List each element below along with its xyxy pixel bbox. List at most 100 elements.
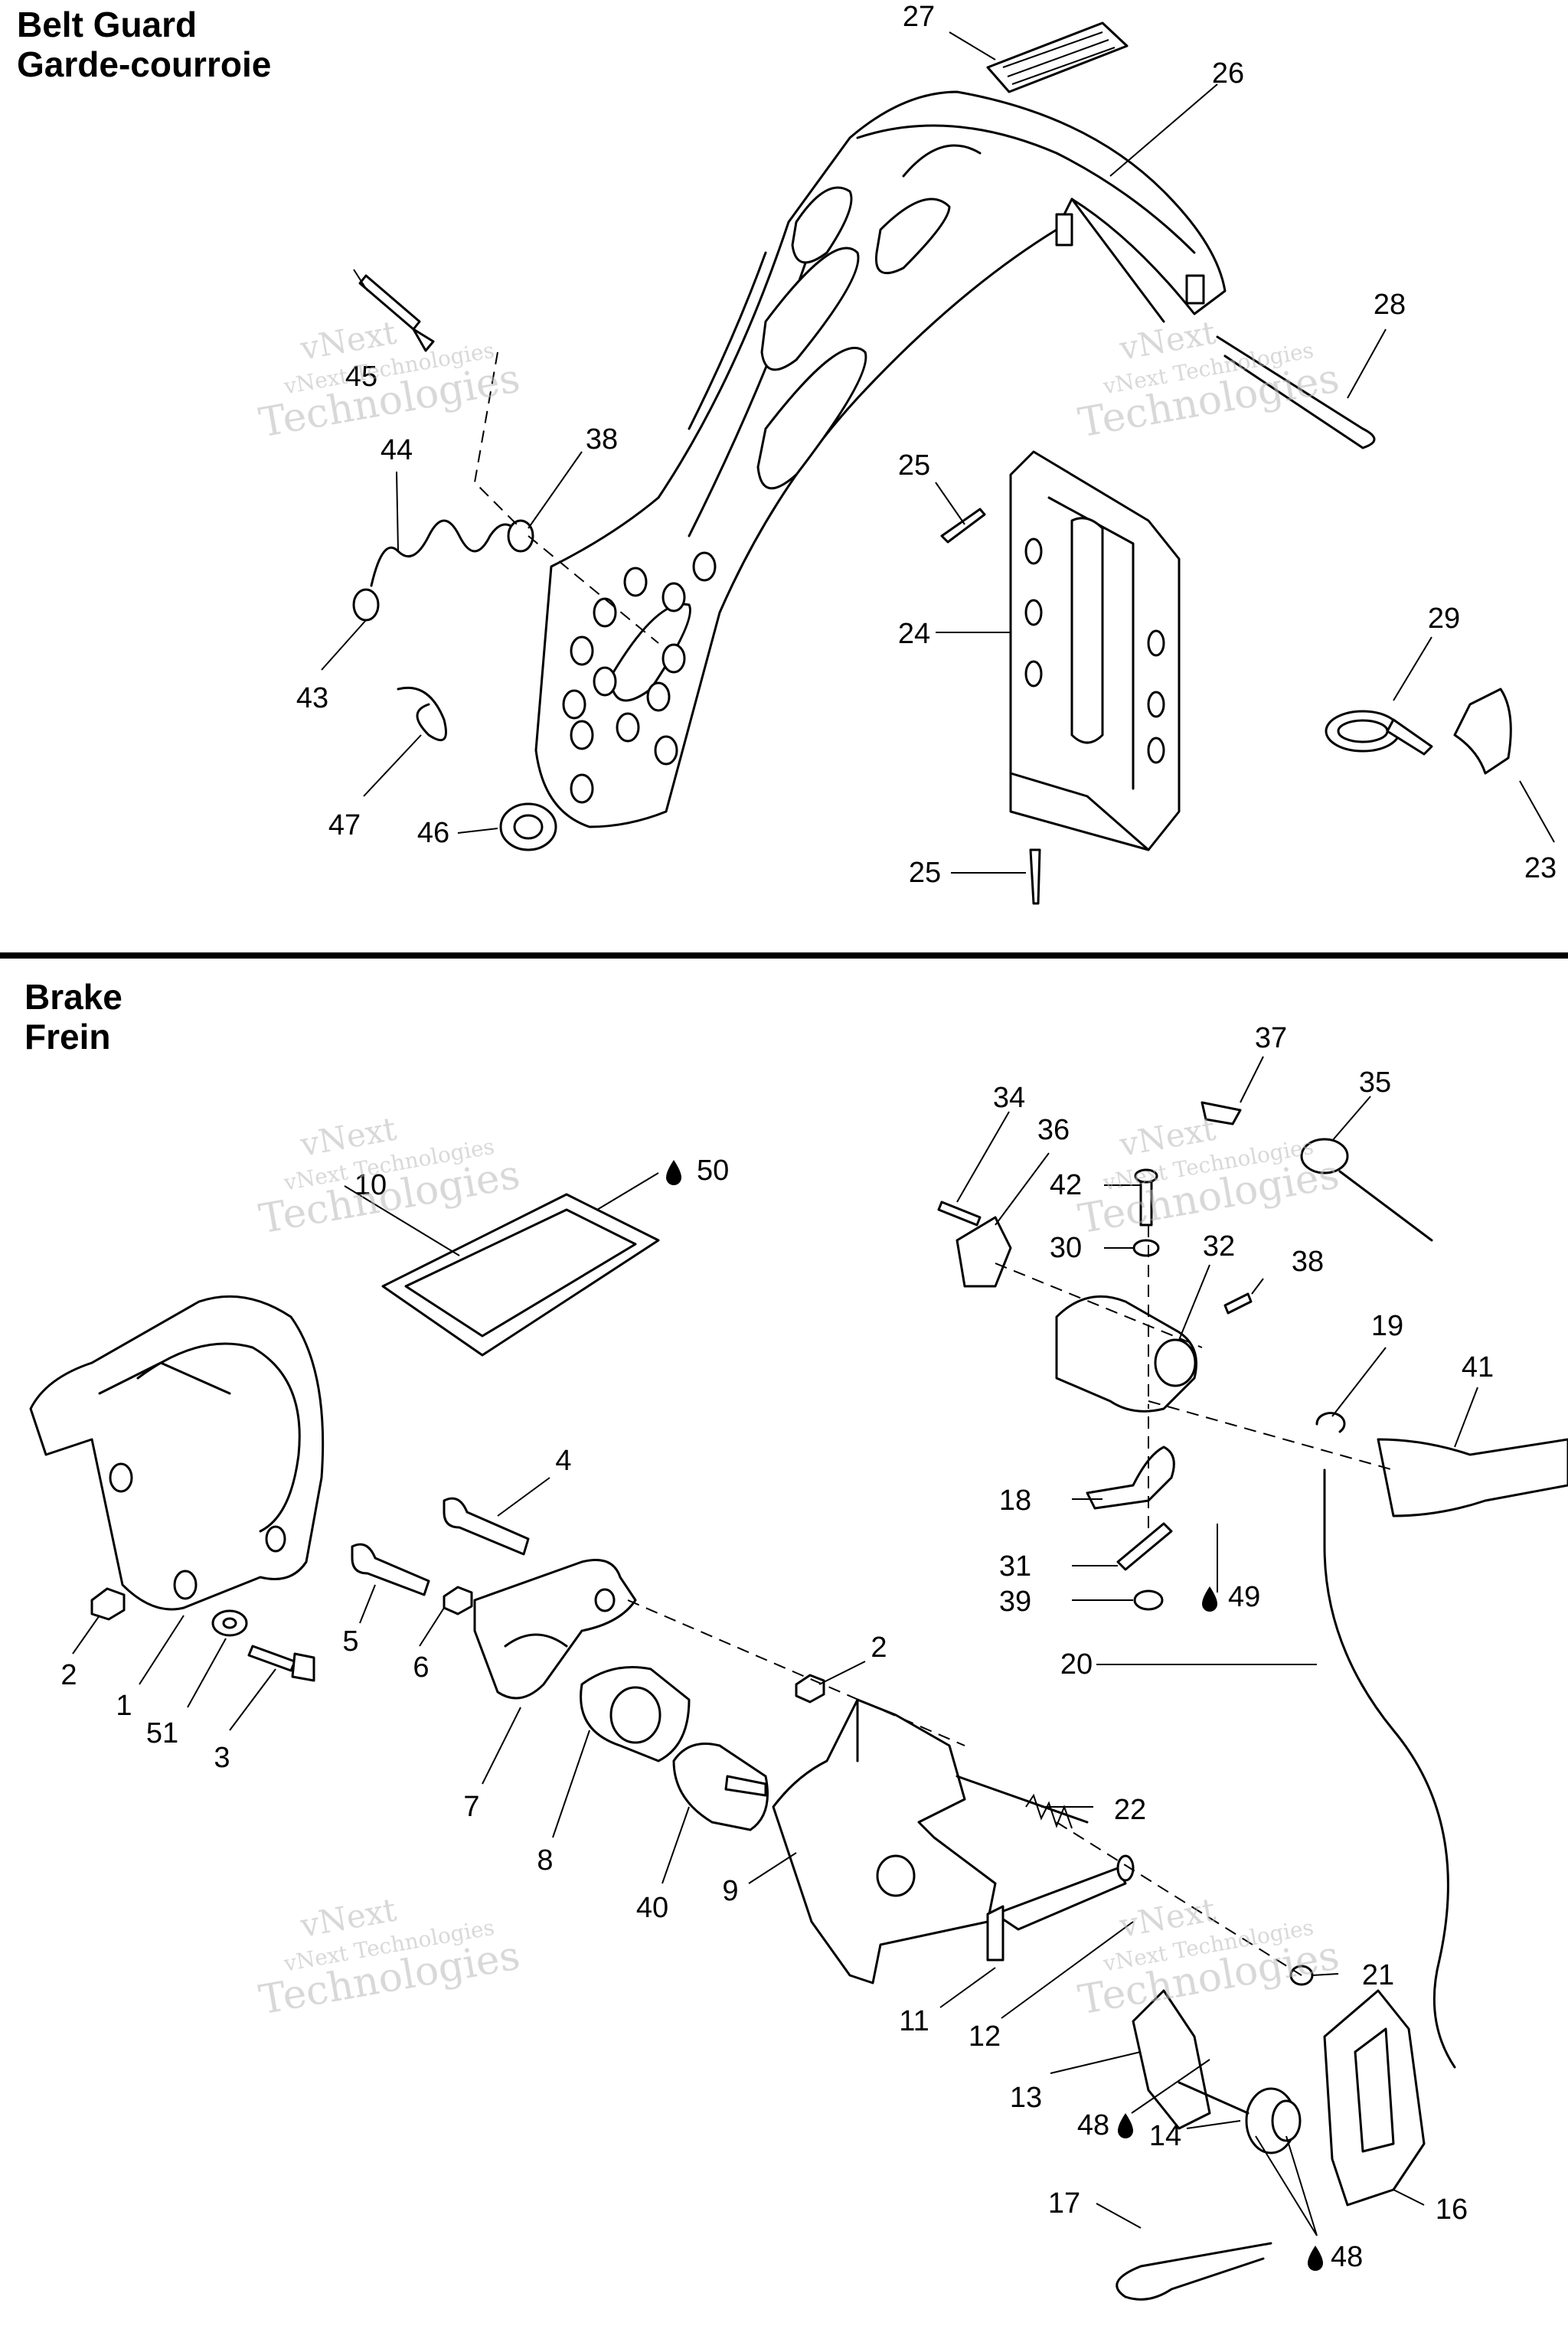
drop-icon [1202, 1586, 1217, 1612]
part-5-bolt [351, 1543, 430, 1596]
part-9-bracket [772, 1698, 997, 1984]
part-1-housing [29, 1295, 325, 1611]
callout-20: 20 [1060, 1648, 1093, 1681]
belt-guard-callouts: 27 26 28 45 44 38 25 24 29 43 47 46 25 2… [296, 1, 1557, 889]
callout-44: 44 [381, 434, 413, 466]
part-37-clip [1200, 1101, 1242, 1125]
part-41-lever-arm [1377, 1438, 1568, 1517]
callout-1: 1 [116, 1690, 132, 1722]
part-20-cable [1323, 1468, 1456, 2069]
section-title-brake: Brake [24, 977, 122, 1017]
watermark: vNext vNext Technologies Technologies [1075, 314, 1342, 447]
watermark: vNext vNext Technologies Technologies [256, 1891, 523, 2024]
part-38-set-screw [1223, 1292, 1253, 1315]
callout-19: 19 [1371, 1310, 1403, 1342]
part-19-e-clip [1315, 1412, 1346, 1433]
callout-31: 31 [999, 1550, 1031, 1583]
part-34-screw [937, 1200, 982, 1227]
callout-40: 40 [636, 1892, 668, 1924]
part-45-push-pin [358, 274, 421, 331]
callout-47: 47 [328, 809, 361, 841]
part-39-washer [1133, 1589, 1164, 1611]
callout-48-left: 48 [1077, 2109, 1109, 2141]
callout-2-middle: 2 [871, 1632, 887, 1664]
part-17-hairpin [1116, 2242, 1272, 2301]
part-6-nut [443, 1586, 473, 1615]
callout-13: 13 [1010, 2082, 1042, 2114]
watermarks: vNext vNext Technologies Technologies vN… [256, 314, 1342, 2024]
callout-29: 29 [1428, 603, 1460, 635]
part-40-pad [672, 1743, 769, 1831]
part-11-rod [994, 1867, 1127, 1931]
callout-46: 46 [417, 817, 449, 849]
brake-illustration [29, 1101, 1568, 2301]
drop-icon [1118, 2113, 1133, 2138]
callout-2-left: 2 [60, 1659, 77, 1691]
part-31-clip [1116, 1522, 1173, 1571]
callout-3: 3 [214, 1742, 230, 1774]
drop-icon [1308, 2246, 1323, 2271]
part-36-gasket [956, 1216, 1012, 1288]
part-25-rivet-top [940, 508, 986, 544]
callout-37: 37 [1255, 1022, 1287, 1054]
callout-30: 30 [1050, 1232, 1082, 1264]
callout-22: 22 [1114, 1794, 1146, 1826]
callout-41: 41 [1462, 1351, 1494, 1383]
callout-50: 50 [697, 1155, 729, 1187]
part-2-nut-middle [795, 1674, 825, 1704]
drop-icon [666, 1160, 681, 1185]
part-28-hairpin [1216, 335, 1376, 449]
watermark: vNext vNext Technologies Technologies [1075, 1110, 1342, 1243]
callout-12: 12 [969, 2020, 1001, 2053]
part-35-switch [1300, 1138, 1349, 1174]
brake-leaders [72, 1056, 1478, 2236]
callout-5: 5 [342, 1625, 358, 1658]
lubricant-drop-icons [666, 1160, 1323, 2271]
callout-18: 18 [999, 1485, 1031, 1517]
part-2-nut-left [90, 1587, 126, 1621]
callout-28: 28 [1374, 289, 1406, 321]
part-3-bolt [247, 1645, 296, 1672]
callout-21: 21 [1362, 1959, 1394, 1991]
part-18-pawl [1086, 1446, 1175, 1510]
callout-26: 26 [1212, 57, 1244, 90]
belt-guard-illustration [352, 21, 1512, 905]
part-32-housing [1055, 1295, 1197, 1413]
callout-24: 24 [898, 618, 930, 650]
part-43-eyelet [352, 588, 380, 622]
callout-38: 38 [586, 423, 618, 456]
callout-10: 10 [354, 1169, 387, 1201]
section-subtitle-brake: Frein [24, 1017, 110, 1057]
part-25-rivet-bottom [1029, 848, 1041, 905]
callout-25-top: 25 [898, 449, 930, 482]
callout-4: 4 [555, 1445, 571, 1477]
callout-9: 9 [722, 1875, 738, 1907]
callout-11: 11 [899, 2005, 929, 2037]
callout-48-right: 48 [1331, 2241, 1363, 2273]
callout-14: 14 [1149, 2120, 1181, 2152]
section-title-belt-guard: Belt Guard [17, 5, 197, 44]
callout-38-brake: 38 [1292, 1246, 1324, 1278]
part-22-spring [956, 1775, 1089, 1824]
callout-6: 6 [413, 1651, 429, 1684]
part-47-clip [397, 686, 447, 742]
callout-49: 49 [1228, 1581, 1260, 1613]
callout-35: 35 [1359, 1067, 1391, 1099]
part-44-tether [370, 519, 522, 587]
callout-17: 17 [1048, 2187, 1080, 2220]
part-38-eyelet [507, 519, 534, 553]
watermark: vNext vNext Technologies Technologies [1075, 1891, 1342, 2024]
callout-32: 32 [1203, 1230, 1235, 1263]
callout-8: 8 [537, 1844, 553, 1877]
callout-7: 7 [463, 1791, 479, 1823]
watermark: vNext vNext Technologies Technologies [256, 1110, 523, 1243]
part-12-plate [986, 1905, 1004, 1962]
watermark: vNext vNext Technologies Technologies [256, 314, 523, 447]
callout-43: 43 [296, 682, 328, 714]
callout-25-bottom: 25 [909, 857, 941, 889]
brake-callouts: 37 34 36 35 42 50 10 30 32 38 19 41 4 18… [60, 1022, 1494, 2273]
part-23-clip [1453, 688, 1512, 775]
callout-36: 36 [1037, 1114, 1070, 1146]
part-7-caliper [473, 1559, 637, 1700]
